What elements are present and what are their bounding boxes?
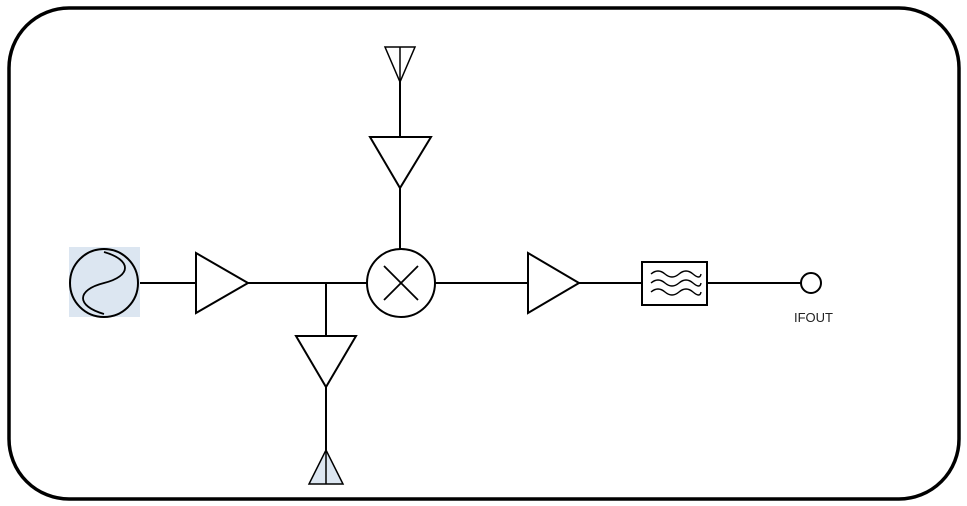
lower-amplifier-icon [294, 335, 358, 389]
circle-x-mixer-icon [366, 248, 436, 318]
triangle-amplifier-icon [195, 251, 251, 315]
open-circle-terminal-icon[interactable] [800, 272, 822, 294]
signal-wires [139, 60, 801, 450]
diagram-frame [7, 6, 961, 501]
sine-source-icon [69, 248, 139, 318]
bandpass-filter-icon [641, 261, 708, 306]
upper-amplifier-icon [368, 136, 433, 190]
upper-antenna-icon [383, 46, 417, 84]
lower-antenna-icon [307, 448, 345, 485]
oscillator-block [69, 247, 140, 318]
output-port-label: IFOUT [794, 310, 833, 325]
output-amplifier-icon [527, 251, 581, 315]
